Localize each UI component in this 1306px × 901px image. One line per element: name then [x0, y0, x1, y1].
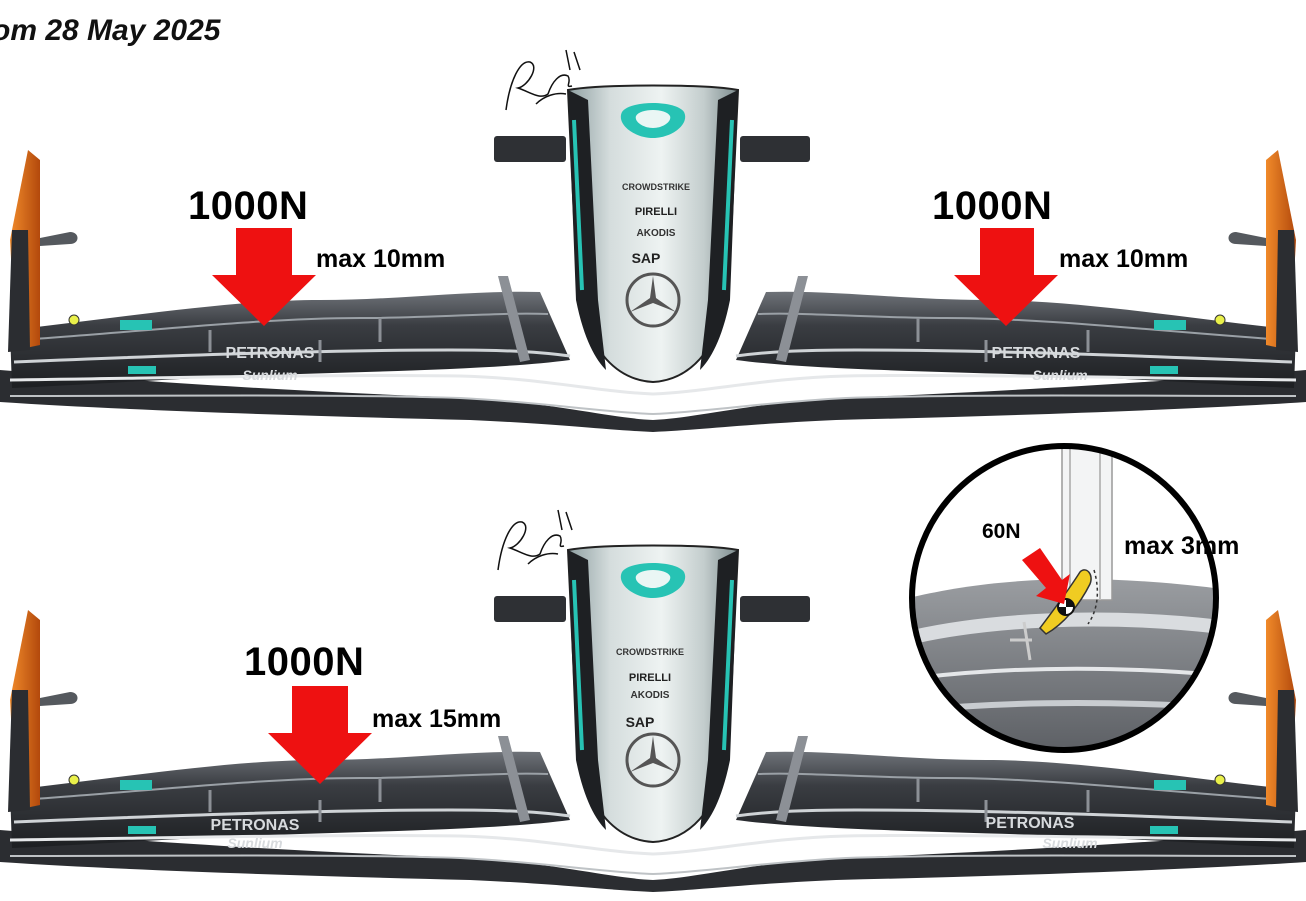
sponsor-crowdstrike: CROWDSTRIKE: [622, 182, 690, 192]
force-arrows: [212, 228, 1058, 784]
wing-sponsor-lower: Sunlium: [1042, 835, 1097, 851]
sponsor-akodis: AKODIS: [637, 228, 676, 239]
top-nose-sponsors: CROWDSTRIKE PIRELLI AKODIS SAP: [622, 182, 690, 266]
wing-sponsor-main: PETRONAS: [211, 817, 300, 834]
sponsor-pirelli: PIRELLI: [635, 206, 677, 218]
force-label-bottom-left: 1000N: [244, 640, 365, 684]
sponsor-crowdstrike: CROWDSTRIKE: [616, 647, 684, 657]
wing-sponsor-lower: Sunlium: [1032, 367, 1087, 383]
sponsor-pirelli: PIRELLI: [629, 672, 671, 684]
sponsor-sap: SAP: [626, 714, 655, 730]
sponsor-akodis: AKODIS: [631, 690, 670, 701]
sponsor-sap: SAP: [632, 250, 661, 266]
wing-sponsor-lower: Sunlium: [242, 367, 297, 383]
wing-sponsor-lower: Sunlium: [227, 835, 282, 851]
wing-sponsor-text: PETRONAS PETRONAS Sunlium Sunlium PETRON…: [211, 345, 1098, 851]
bottom-nose-sponsors: CROWDSTRIKE PIRELLI AKODIS SAP: [616, 647, 684, 730]
deflection-label-bottom-left: max 15mm: [372, 705, 502, 733]
wing-sponsor-main: PETRONAS: [992, 345, 1081, 362]
page-title: om 28 May 2025: [0, 14, 221, 47]
deflection-label-top-right: max 10mm: [1059, 245, 1189, 273]
deflection-label-top-left: max 10mm: [316, 245, 446, 273]
force-label-top-right: 1000N: [932, 184, 1053, 228]
force-label-inset: 60N: [982, 520, 1021, 543]
artist-signature: [497, 49, 581, 571]
wing-sponsor-main: PETRONAS: [226, 345, 315, 362]
arrow-inset: [1022, 548, 1070, 604]
detail-inset: [909, 443, 1219, 753]
arrow-top-right: [954, 228, 1058, 326]
deflection-label-inset: max 3mm: [1124, 532, 1240, 560]
arrow-top-left: [212, 228, 316, 326]
wing-sponsor-main: PETRONAS: [986, 815, 1075, 832]
arrow-bottom-left: [268, 686, 372, 784]
force-label-top-left: 1000N: [188, 184, 309, 228]
